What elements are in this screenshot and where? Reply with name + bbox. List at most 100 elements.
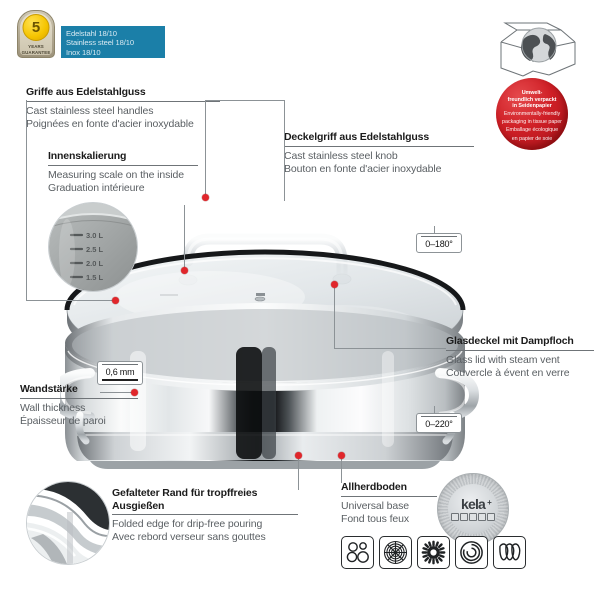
kela-name: kela xyxy=(460,495,486,512)
kela-superscript: + xyxy=(487,497,492,507)
callout-edge-fr: Avec rebord verseur sans gouttes xyxy=(112,531,266,543)
kela-mini-icon-5 xyxy=(487,512,495,521)
leader-knob-up xyxy=(284,100,285,145)
callout-edge-rule xyxy=(112,514,298,515)
scale-mark-2: 2.5 L xyxy=(86,245,104,254)
leader-knob-bracket-left xyxy=(284,145,285,201)
chip-pot-value: 0–220° xyxy=(425,419,453,429)
chip-wall-top-rule xyxy=(102,364,138,365)
chip-wall-value: 0,6 mm xyxy=(105,367,135,377)
leader-handles-horizontal xyxy=(26,300,116,301)
callout-scale-rule xyxy=(48,164,198,166)
leader-lid-temp-stem xyxy=(434,226,435,234)
eco-line-4: Environmentally-friendly xyxy=(503,111,561,118)
callout-handles-rule xyxy=(26,100,220,102)
callout-handles-fr: Poignées en fonte d'acier inoxydable xyxy=(26,117,194,130)
callout-wall-fr: Épaisseur de paroi xyxy=(20,414,106,427)
leader-edge-vertical xyxy=(298,455,299,490)
callout-measuring-scale: Innenskalierung Measuring scale on the i… xyxy=(48,150,198,195)
material-spec-box: Edelstahl 18/10 Stainless steel 18/10 In… xyxy=(61,26,165,58)
callout-glass-lid: Glasdeckel mit Dampfloch Glass lid with … xyxy=(446,335,594,380)
chip-lid-temperature: 0–180° xyxy=(416,233,462,253)
callout-scale-fr: Graduation intérieure xyxy=(48,181,145,194)
induction-hob-icon xyxy=(493,536,526,569)
callout-scale-title: Innenskalierung xyxy=(48,150,127,162)
hob-compatibility-row xyxy=(341,536,526,569)
guarantee-number-circle: 5 xyxy=(22,14,50,41)
chip-pot-temperature: 0–220° xyxy=(416,413,462,433)
leader-lid-horizontal xyxy=(334,348,446,349)
callout-edge-en: Folded edge for drip-free pouring xyxy=(112,518,263,530)
scale-mark-0: 1.5 L xyxy=(86,273,104,282)
callout-handles-title: Griffe aus Edelstahlguss xyxy=(26,86,146,98)
callout-folded-edge: Gefalteter Rand für tropffreies Ausgieße… xyxy=(112,487,298,544)
electric-plate-hob-icon xyxy=(341,536,374,569)
eco-line-1: Umwelt- xyxy=(521,90,543,96)
callout-lid-fr: Couvercle à évent en verre xyxy=(446,366,570,379)
callout-edge-title-line2: Ausgießen xyxy=(112,499,165,512)
eco-line-5: packaging in tissue paper xyxy=(502,119,562,126)
scale-mark-3: 3.0 L xyxy=(86,231,104,240)
material-en: Stainless steel 18/10 xyxy=(66,38,134,48)
callout-edge-title-line1: Gefalteter Rand für tropffreies xyxy=(112,487,258,499)
material-de: Edelstahl 18/10 xyxy=(66,29,117,38)
kela-disc-inner: kela+ xyxy=(448,484,498,534)
kela-mini-icon-row xyxy=(451,512,495,521)
inset-photo-measuring-scale: 3.0 L 2.5 L 2.0 L 1.5 L xyxy=(48,202,138,292)
marker-dot-wall xyxy=(131,389,138,396)
kela-brand-disc: kela+ xyxy=(437,473,509,545)
guarantee-caption: YEARS GUARANTEE xyxy=(17,44,55,55)
radiant-halogen-hob-icon xyxy=(379,536,412,569)
callout-base-en: Universal base xyxy=(341,499,410,512)
kela-wordmark: kela+ xyxy=(460,495,492,512)
marker-dot-scale xyxy=(181,267,188,274)
chip-lid-top-rule xyxy=(421,236,457,237)
ceramic-hob-icon xyxy=(455,536,488,569)
callout-knob-en: Cast stainless steel knob xyxy=(284,149,398,162)
marker-dot-knob xyxy=(202,194,209,201)
callout-base-title: Allherdboden xyxy=(341,481,407,493)
eco-seal-text: Umwelt- freundlich verpackt in Seidenpap… xyxy=(496,90,568,142)
chip-lid-value: 0–180° xyxy=(425,239,453,249)
callout-wall-title: Wandstärke xyxy=(20,383,78,395)
eco-line-7: en papier de soie xyxy=(511,135,553,142)
kela-mini-icon-3 xyxy=(469,512,477,521)
leader-lid-vertical xyxy=(334,286,335,348)
callout-lid-title: Glasdeckel mit Dampfloch xyxy=(446,335,574,347)
marker-dot-lid xyxy=(331,281,338,288)
callout-knob-title: Deckelgriff aus Edelstahlguss xyxy=(284,131,430,143)
eco-line-2: freundlich verpackt xyxy=(507,96,557,103)
marker-dot-handles xyxy=(112,297,119,304)
gas-flame-hob-icon xyxy=(417,536,450,569)
callout-handles-en: Cast stainless steel handles xyxy=(26,104,154,117)
callout-wall-en: Wall thickness xyxy=(20,401,86,414)
callout-scale-en: Measuring scale on the inside xyxy=(48,168,185,181)
marker-dot-edge xyxy=(295,452,302,459)
leader-handles-vertical xyxy=(26,100,27,300)
eco-line-6: Emballage écologique xyxy=(505,127,559,134)
guarantee-years-label: YEARS xyxy=(28,44,44,50)
inset-photo-folded-edge xyxy=(26,481,110,565)
kela-mini-icon-2 xyxy=(460,512,468,521)
chip-pot-top-rule xyxy=(421,416,457,417)
callout-handles: Griffe aus Edelstahlguss Cast stainless … xyxy=(26,86,220,131)
leader-scale-vertical xyxy=(184,205,185,270)
callout-knob: Deckelgriff aus Edelstahlguss Cast stain… xyxy=(284,131,474,176)
callout-universal-base: Allherdboden Universal base Fond tous fe… xyxy=(341,481,437,526)
callout-knob-rule xyxy=(284,145,474,147)
guarantee-number: 5 xyxy=(31,19,41,36)
callout-knob-fr: Bouton en fonte d'acier inoxydable xyxy=(284,162,442,175)
globe-in-box-icon xyxy=(487,18,579,80)
eco-line-3: in Seidenpapier xyxy=(512,103,552,110)
guarantee-badge: 5 YEARS GUARANTEE xyxy=(17,10,55,58)
callout-wall-thickness: Wandstärke Wall thickness Épaisseur de p… xyxy=(20,383,138,428)
callout-wall-rule xyxy=(20,397,138,399)
leader-pot-temp-stem xyxy=(434,406,435,414)
callout-base-rule xyxy=(341,495,437,497)
leader-base-vertical xyxy=(341,455,342,483)
scale-mark-1: 2.0 L xyxy=(86,259,104,268)
chip-wall-bottom-rule xyxy=(102,379,138,381)
leader-wall-horizontal xyxy=(100,392,136,393)
callout-edge-title: Gefalteter Rand für tropffreies Ausgieße… xyxy=(112,487,294,512)
marker-dot-base xyxy=(338,452,345,459)
